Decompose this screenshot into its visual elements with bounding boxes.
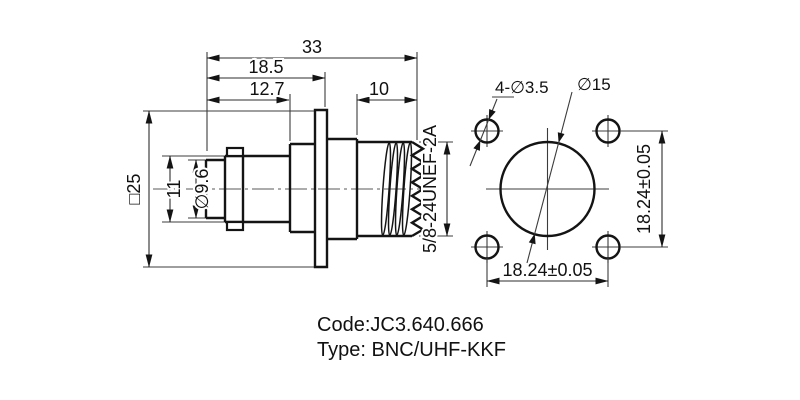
dim-mounting-holes: 4-∅3.5 bbox=[495, 78, 549, 97]
part-type: Type: BNC/UHF-KKF bbox=[317, 339, 506, 361]
bayonet-pin-top bbox=[225, 146, 245, 158]
dim-bore-dia: ∅9.6 bbox=[192, 169, 212, 210]
front-view-crosshairs bbox=[471, 115, 624, 263]
front-view-dimension-lines bbox=[486, 130, 668, 287]
mounting-hole-top-left bbox=[474, 118, 500, 144]
dim-coupling-od: 11 bbox=[164, 180, 184, 199]
thread-profile-sawtooth bbox=[409, 140, 426, 238]
center-hole bbox=[499, 140, 596, 238]
dim-hole-spacing-horizontal: 18.24±0.05 bbox=[503, 260, 593, 280]
thread-helix bbox=[380, 141, 413, 237]
dim-bnc-length: 12.7 bbox=[249, 79, 284, 99]
front-view-leaders bbox=[469, 91, 573, 264]
mounting-hole-top-right bbox=[595, 118, 621, 144]
bayonet-pin-bottom bbox=[225, 220, 245, 232]
dim-total-length: 33 bbox=[302, 37, 322, 57]
front-view-outline bbox=[474, 118, 621, 260]
flange-side bbox=[313, 108, 329, 269]
dim-center-dia: ∅15 bbox=[577, 75, 611, 94]
side-view-outline bbox=[204, 108, 426, 269]
thread-spec-label: 5/8-24UNEF-2A bbox=[420, 125, 440, 253]
dim-flange-square: □25 bbox=[124, 174, 144, 205]
side-view-dimension-lines bbox=[145, 54, 451, 268]
part-code: Code:JC3.640.666 bbox=[317, 314, 484, 336]
dim-length-to-flange: 18.5 bbox=[248, 57, 283, 77]
dim-thread-length: 10 bbox=[369, 79, 389, 99]
dim-hole-spacing-vertical: 18.24±0.05 bbox=[634, 144, 654, 234]
